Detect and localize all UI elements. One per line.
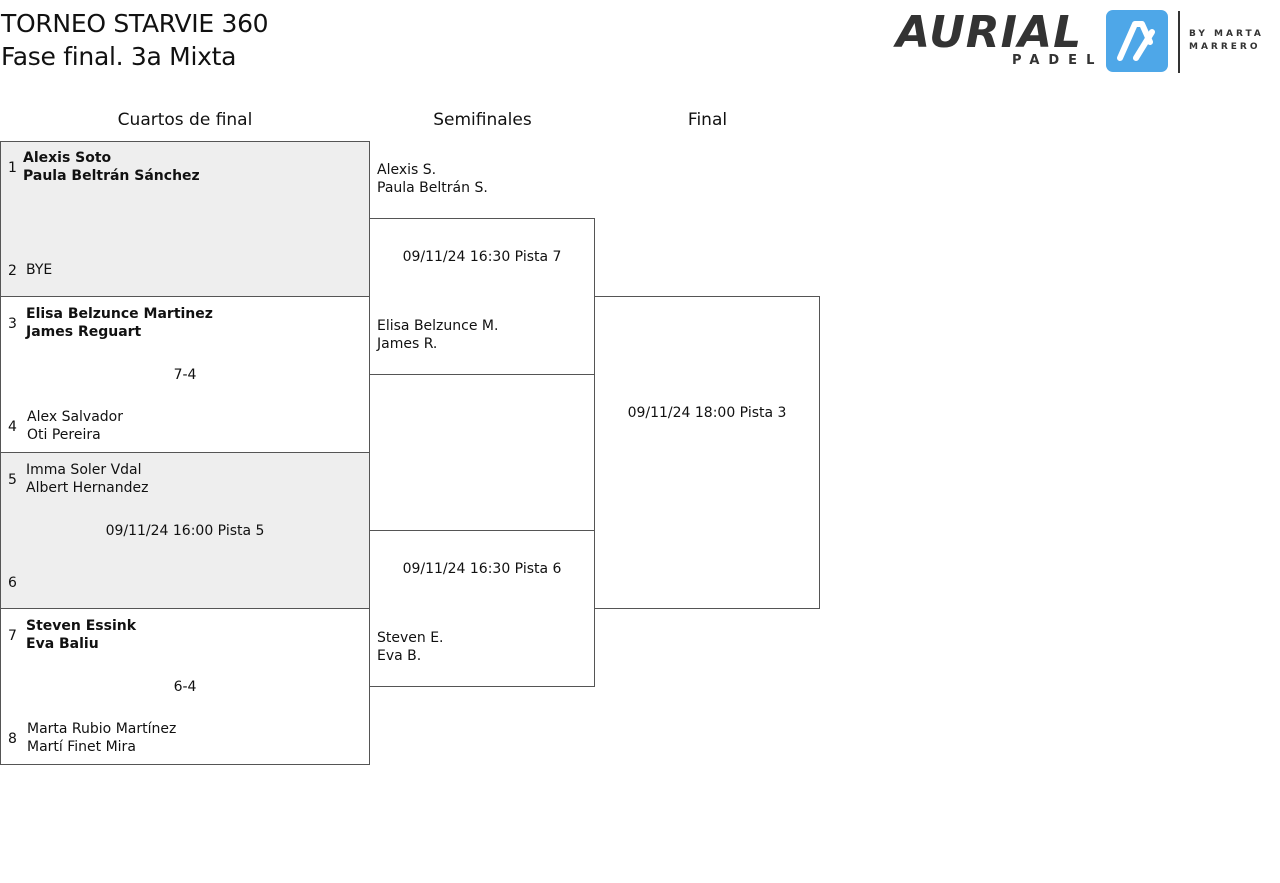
player-name: Imma Soler Vdal xyxy=(26,462,142,478)
seed-number: 8 xyxy=(8,731,17,747)
seed-number: 3 xyxy=(8,316,17,332)
player-name: Alex Salvador xyxy=(27,409,123,425)
match-score: 7-4 xyxy=(173,367,197,383)
logo-separator xyxy=(1178,11,1180,73)
quarterfinal-match-2[interactable]: 3 Elisa Belzunce Martinez James Reguart … xyxy=(0,296,370,453)
player-name: Alexis Soto xyxy=(23,150,112,166)
quarterfinal-match-3[interactable]: 5 Imma Soler Vdal Albert Hernandez 09/11… xyxy=(0,452,370,609)
player-name: Paula Beltrán Sánchez xyxy=(23,168,200,184)
seed-number: 5 xyxy=(8,472,17,488)
player-name: Alexis S. xyxy=(377,162,437,178)
player-name: Eva Baliu xyxy=(26,636,99,652)
match-score: 6-4 xyxy=(173,679,197,695)
match-schedule: 09/11/24 16:30 Pista 7 xyxy=(402,249,562,265)
semifinal-match-2[interactable]: 09/11/24 16:30 Pista 6 Steven E. Eva B. xyxy=(369,530,595,687)
match-schedule: 09/11/24 18:00 Pista 3 xyxy=(627,405,787,421)
logo-mark-icon xyxy=(1106,10,1168,72)
player-name: Paula Beltrán S. xyxy=(377,180,488,196)
player-name: James Reguart xyxy=(26,324,142,340)
aurial-padel-logo: AURIAL PADEL BY MARTA MARRERO xyxy=(894,8,1274,78)
seed-number: 2 xyxy=(8,263,17,279)
column-header-quarterfinals: Cuartos de final xyxy=(117,110,253,130)
player-name: James R. xyxy=(377,336,438,352)
player-name: Eva B. xyxy=(377,648,422,664)
logo-word: AURIAL xyxy=(896,7,1083,58)
phase-subtitle: Fase final. 3a Mixta xyxy=(1,42,237,71)
column-header-final: Final xyxy=(687,110,728,130)
player-name: Steven Essink xyxy=(26,618,137,634)
player-name: BYE xyxy=(26,262,53,278)
player-name: Martí Finet Mira xyxy=(27,739,136,755)
player-name: Albert Hernandez xyxy=(26,480,149,496)
player-name: Oti Pereira xyxy=(27,427,101,443)
seed-number: 4 xyxy=(8,419,17,435)
match-schedule: 09/11/24 16:30 Pista 6 xyxy=(402,561,562,577)
match-schedule: 09/11/24 16:00 Pista 5 xyxy=(105,523,265,539)
logo-by-text: BY MARTA MARRERO xyxy=(1189,29,1264,52)
quarterfinal-match-4[interactable]: 7 Steven Essink Eva Baliu 6-4 8 Marta Ru… xyxy=(0,608,370,765)
seed-number: 7 xyxy=(8,628,17,644)
logo-subword: PADEL xyxy=(1012,53,1104,68)
tournament-title: TORNEO STARVIE 360 xyxy=(1,9,269,38)
column-header-semifinals: Semifinales xyxy=(433,110,532,130)
player-name: Marta Rubio Martínez xyxy=(27,721,177,737)
player-name: Elisa Belzunce Martinez xyxy=(26,306,213,322)
seed-number: 1 xyxy=(8,160,17,176)
quarterfinal-match-1[interactable]: 1 Alexis Soto Paula Beltrán Sánchez 2 BY… xyxy=(0,141,370,297)
player-name: Elisa Belzunce M. xyxy=(377,318,499,334)
semifinal-match-1[interactable]: 09/11/24 16:30 Pista 7 Elisa Belzunce M.… xyxy=(369,218,595,375)
final-match[interactable]: 09/11/24 18:00 Pista 3 xyxy=(594,296,820,609)
seed-number: 6 xyxy=(8,575,17,591)
player-name: Steven E. xyxy=(377,630,444,646)
